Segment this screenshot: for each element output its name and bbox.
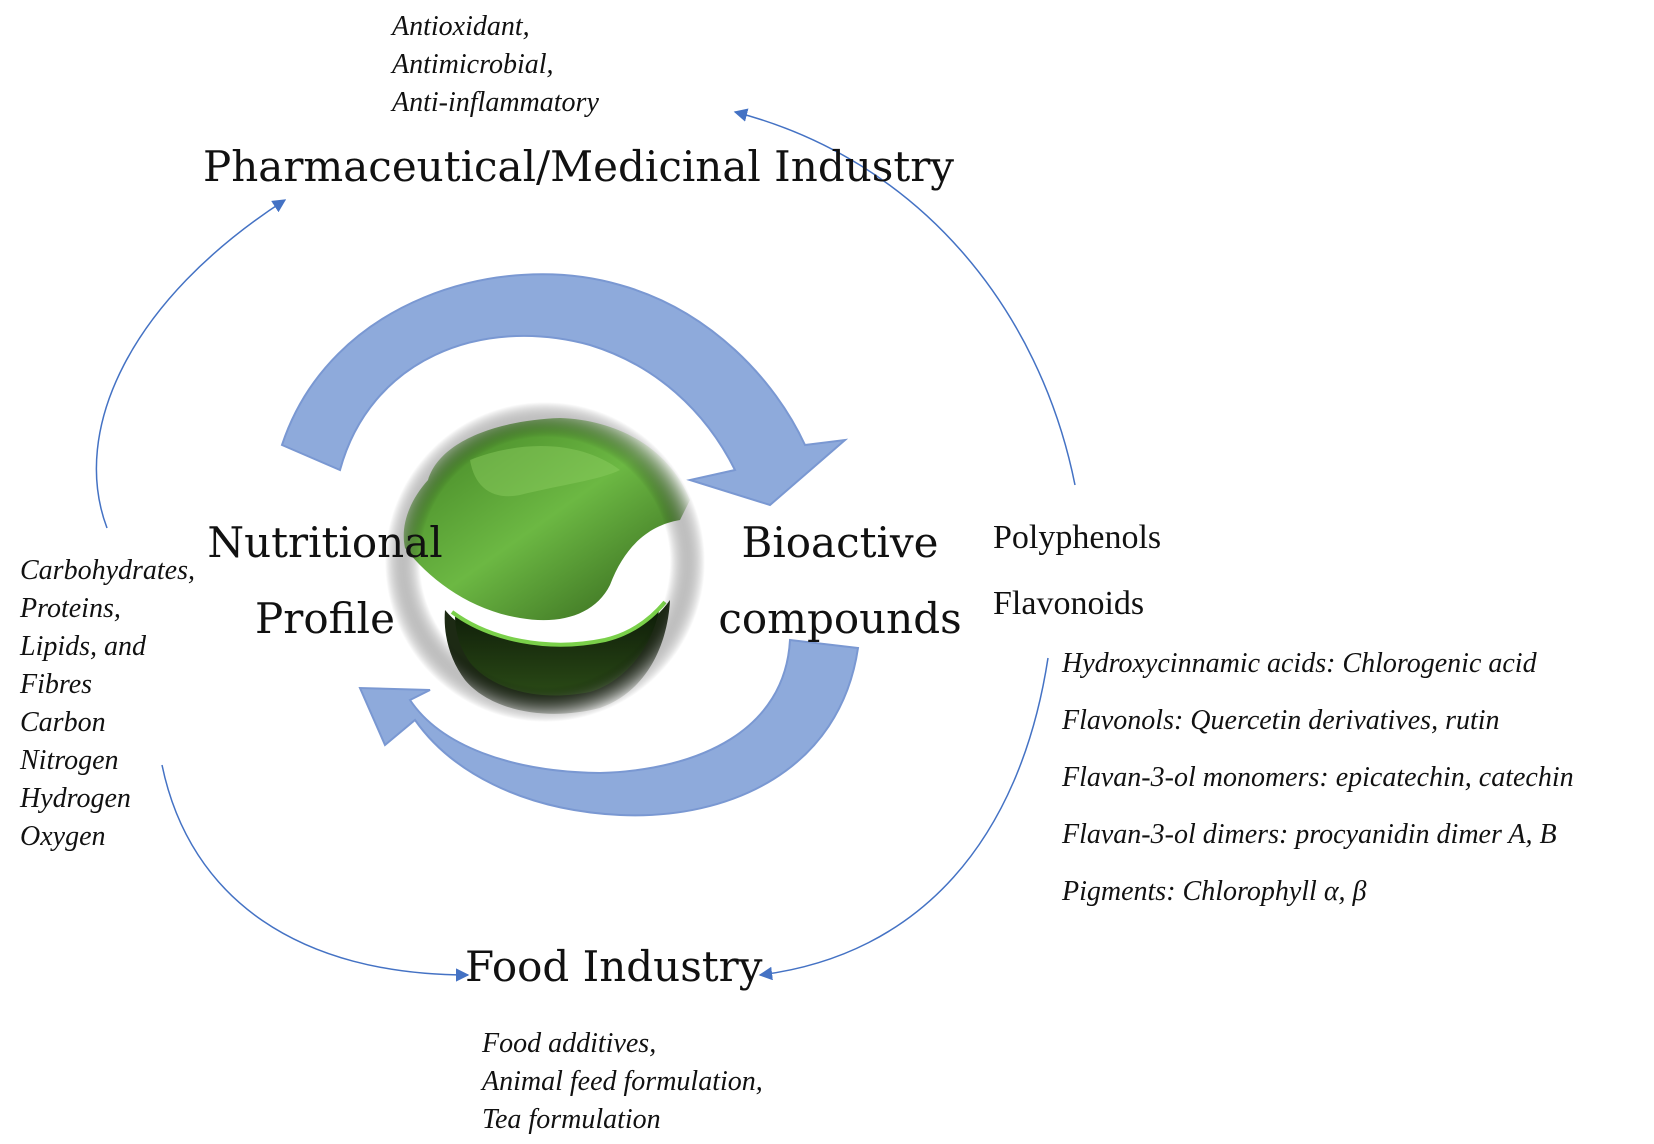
pharma-uses-list: Antioxidant, Antimicrobial, Anti-inflamm… [392,8,599,122]
compound-item: Flavan-3-ol monomers: epicatechin, catec… [1062,762,1574,793]
compound-item: Pigments: Chlorophyll α, β [1062,876,1367,907]
bioactive-compounds-line: compounds [718,594,962,643]
nutritional-profile-line: Profile [255,594,395,643]
nutrition-item: Lipids, and [20,631,147,662]
nutrition-item: Fibres [20,669,93,700]
nutrition-item: Proteins, [20,593,121,624]
leaf-image [385,402,705,722]
compound-item: Hydroxycinnamic acids: Chlorogenic acid [1062,648,1537,679]
pharma-use: Antioxidant, [392,11,530,42]
nutrition-item: Hydrogen [20,783,131,814]
bioactive-compounds-label: Bioactive compounds [705,505,975,657]
nutritional-profile-line: Nutritional [207,518,443,567]
food-use: Animal feed formulation, [482,1066,763,1097]
cycle-arrow-top [280,273,849,507]
nutrition-item: Oxygen [20,821,106,852]
connector-bioactive-to-pharma [733,108,1076,486]
bioactive-group: Flavonoids [993,585,1145,622]
nutritional-profile-label: Nutritional Profile [200,505,450,657]
food-uses-list: Food additives, Animal feed formulation,… [482,1025,763,1139]
compound-item: Flavonols: Quercetin derivatives, rutin [1062,705,1500,736]
connector-nutrition-to-food [161,764,470,982]
bioactive-group: Polyphenols [993,519,1162,556]
bioactive-compounds-line: Bioactive [741,518,939,567]
pharma-use: Antimicrobial, [392,49,554,80]
food-use: Tea formulation [482,1104,661,1135]
bioactive-compounds-list: Hydroxycinnamic acids: Chlorogenic acid … [1062,635,1574,920]
pharma-industry-title: Pharmaceutical/Medicinal Industry [203,142,954,191]
food-industry-title: Food Industry [465,942,763,991]
pharma-use: Anti-inflammatory [392,87,599,118]
nutrition-items-list: Carbohydrates, Proteins, Lipids, and Fib… [20,552,195,856]
nutrition-item: Carbohydrates, [20,555,195,586]
cycle-arrow-bottom [358,638,860,817]
nutrition-item: Carbon [20,707,106,738]
compound-item: Flavan-3-ol dimers: procyanidin dimer A,… [1062,819,1557,850]
connector-bioactive-to-food [758,657,1049,981]
nutrition-item: Nitrogen [20,745,119,776]
bioactive-groups-list: Polyphenols Flavonoids [993,505,1161,637]
food-use: Food additives, [482,1028,657,1059]
connector-nutrition-to-pharma [95,199,287,529]
